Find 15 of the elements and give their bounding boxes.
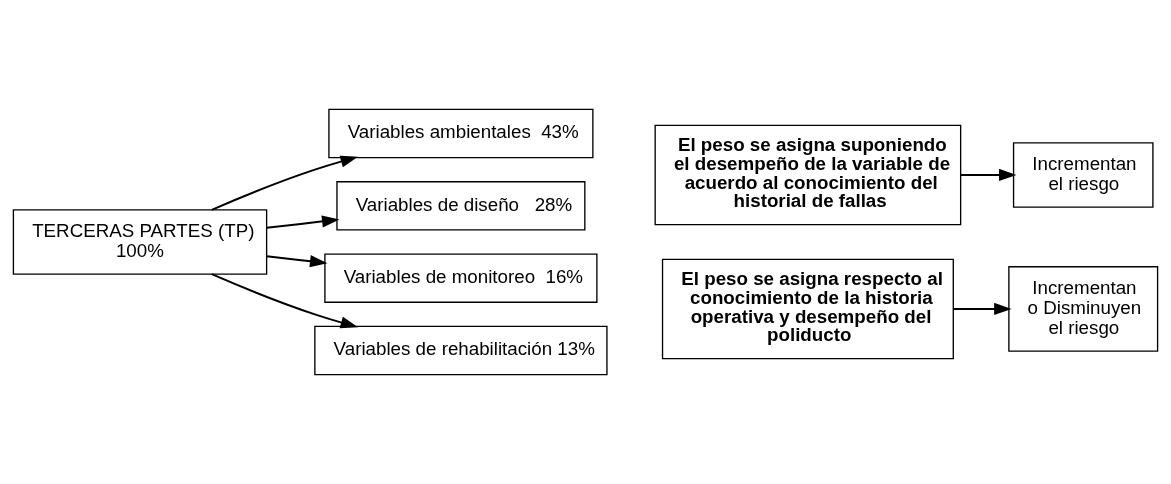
node-box: Variables de monitoreo 16% [324, 253, 598, 303]
node-box: Variables de rehabilitación 13% [314, 325, 608, 376]
arrow [266, 255, 328, 268]
arrow [211, 273, 358, 329]
arrow [266, 215, 340, 229]
node-box: Variables de diseño 28% [336, 181, 586, 231]
node-box: El peso se asigna suponiendo el desempeño de la variable de acuerdo al conocimiento del historial de fallas [654, 124, 962, 226]
node-box: El peso se asigna respecto al conocimiento de la historia operativa y desempeño del poliducto [661, 258, 954, 360]
node-box: Variables ambientales 43% [328, 108, 594, 159]
arrow [953, 302, 1012, 316]
node-box: Incrementan o Disminuyen el riesgo [1008, 266, 1159, 352]
arrow [960, 168, 1017, 182]
arrow [211, 155, 358, 211]
node-box: Incrementan el riesgo [1012, 142, 1154, 208]
node-box: TERCERAS PARTES (TP) 100% [12, 209, 268, 275]
